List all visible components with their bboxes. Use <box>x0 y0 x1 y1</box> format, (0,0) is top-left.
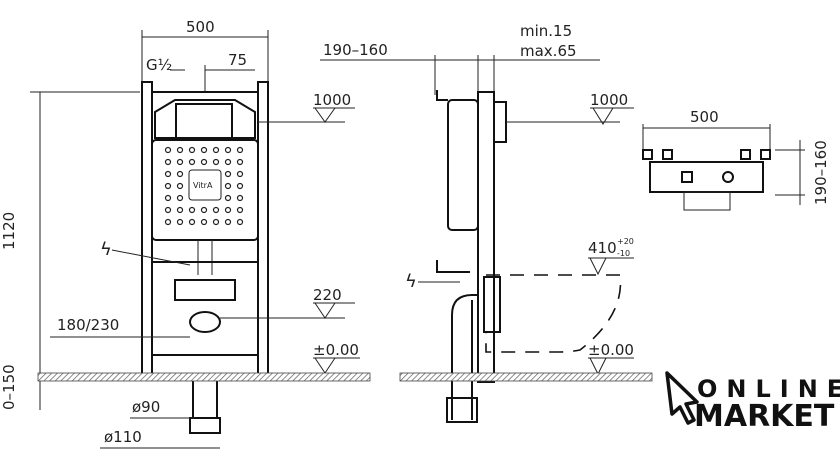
brand-logo: VitrA <box>193 181 213 190</box>
seat-height: 410 <box>588 239 617 257</box>
front-flush-level: 1000 <box>313 91 351 109</box>
front-width-dim: 500 <box>186 18 215 36</box>
bolt-spacing-dim: 180/230 <box>57 316 119 334</box>
online-market-logo: ONLINE MARKET <box>665 371 840 434</box>
logo-line1: ONLINE <box>697 375 840 403</box>
front-height-dim: 1120 <box>0 212 18 250</box>
pipe-dia-small: ø90 <box>132 398 160 416</box>
side-flush-level: 1000 <box>590 91 628 109</box>
electric-icon: ϟ <box>100 239 112 260</box>
wall-min: min.15 <box>520 22 572 40</box>
floor <box>37 372 371 382</box>
side-floor-level: ±0.00 <box>588 341 634 359</box>
top-depth-dim: 190–160 <box>812 140 830 205</box>
seat-tol-plus: +20 <box>617 237 634 246</box>
tank-holes <box>164 146 244 226</box>
wall-max: max.65 <box>520 42 577 60</box>
floor-adjust-dim: 0–150 <box>0 364 18 410</box>
side-depth-dim: 190–160 <box>323 41 388 59</box>
side-view: 190–160 min.15 max.65 ϟ 410 +20 -10 ±0.0… <box>320 22 653 423</box>
seat-tol-minus: -10 <box>617 249 630 258</box>
top-width-dim: 500 <box>690 108 719 126</box>
inlet-label: G½ <box>146 56 172 74</box>
front-drain-level: 220 <box>313 286 342 304</box>
front-view: 500 G½ 75 VitrA 1120 <box>0 18 371 449</box>
floor <box>399 372 653 382</box>
inlet-offset-dim: 75 <box>228 51 247 69</box>
front-floor-level: ±0.00 <box>313 341 359 359</box>
logo-line2: MARKET <box>694 399 835 434</box>
top-view: 500 190–160 <box>642 108 830 211</box>
pipe-dia-large: ø110 <box>104 428 142 446</box>
cursor-icon <box>665 371 699 425</box>
electric-icon: ϟ <box>405 271 417 292</box>
